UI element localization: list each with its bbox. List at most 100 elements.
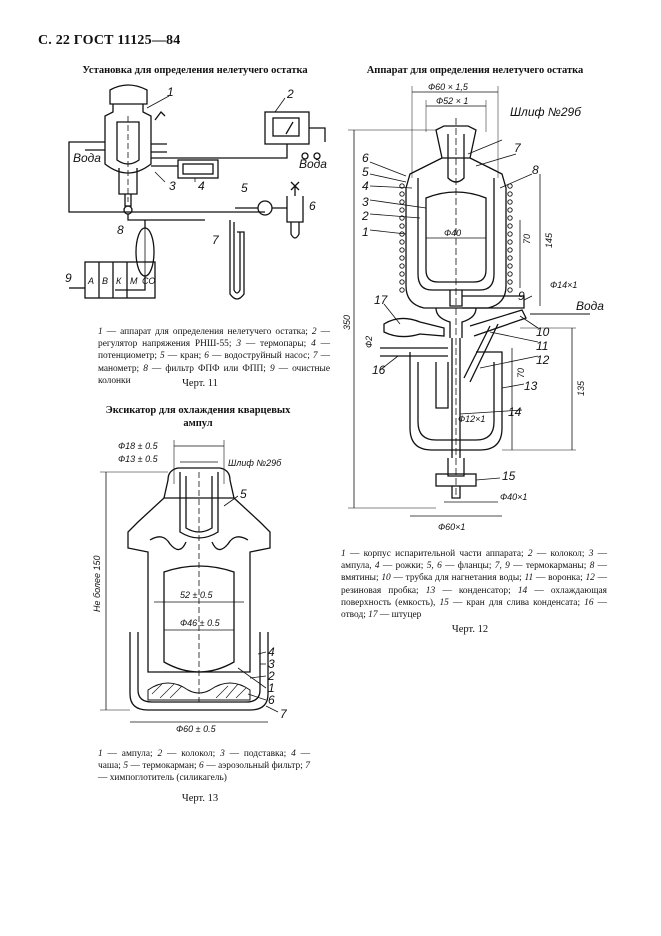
fig11-drawing	[68, 84, 326, 300]
fig11-cap-text: — манометр;	[98, 351, 330, 374]
fig12-dim-d14: Ф14×1	[550, 280, 577, 290]
fig12-dim-d40b: Ф40×1	[500, 492, 527, 502]
fig11-part-9: 9	[65, 271, 72, 285]
fig11-water-left: Вода	[73, 151, 101, 165]
fig12-cap-text: — рожки;	[379, 561, 427, 572]
fig12-dim-d60b: Ф60×1	[438, 522, 465, 532]
fig13-labels: Ф18 ± 0.5 Ф13 ± 0.5 Шлиф №29б 52 ± 0.5 Ф…	[92, 441, 288, 734]
fig12-part-2: 2	[361, 209, 369, 223]
fig13-dim-shlif: Шлиф №29б	[228, 458, 282, 468]
fig11-col-b: В	[102, 276, 108, 286]
fig12-cap-num: 5, 6	[426, 561, 442, 572]
fig12-cap-text: — термокарманы;	[509, 561, 590, 572]
fig12-cap-num: 4	[374, 561, 380, 572]
fig12-cap-num: 3	[588, 549, 594, 559]
fig12-cap-text: — кран для слива конденсата;	[448, 597, 585, 608]
fig12-cap-num: 14	[517, 585, 528, 596]
fig11-part-2: 2	[286, 87, 294, 101]
fig11-part-8: 8	[117, 223, 124, 237]
fig13-cap-text: — колокол;	[162, 749, 221, 759]
fig12-cap-text: — вмятины;	[341, 561, 608, 584]
page-header: С. 22 ГОСТ 11125—84	[38, 33, 181, 48]
fig13-part-4: 4	[268, 645, 275, 659]
fig11-col-a: А	[87, 276, 94, 286]
fig12-dim-d52: Ф52 × 1	[436, 96, 468, 106]
fig12-cap-text: — трубка для нагнетания воды;	[390, 573, 525, 584]
fig11-cap-text: — термопары;	[241, 339, 312, 350]
fig12-cap-num: 7, 9	[494, 561, 510, 572]
fig13-part-2: 2	[267, 669, 275, 683]
fig13-title: Эксикатор для охлаждения кварцевых ампул	[105, 405, 291, 429]
fig12-dim-h70a: 70	[522, 234, 532, 244]
fig12-dim-h70b: 70	[516, 368, 526, 378]
fig12-part-6: 6	[362, 151, 369, 165]
fig12-part-7: 7	[514, 141, 522, 155]
fig11-cap-num: 7	[312, 351, 318, 362]
fig12-cap-text: — охлаждающая поверхность (емкость),	[341, 585, 607, 608]
fig12-part-11: 11	[536, 339, 548, 353]
fig13-caption: 1 — ампула; 2 — колокол; 3 — подставка; …	[98, 748, 310, 785]
fig11-cap-num: 1	[98, 327, 103, 337]
fig12-dim-d2: Ф2	[364, 336, 374, 348]
fig12-part-1: 1	[362, 225, 369, 239]
fig11-cap-text: — кран;	[164, 351, 205, 362]
fig12-part-8: 8	[532, 163, 539, 177]
fig11-cap-num: 9	[269, 363, 275, 374]
fig12-cap-num: 12	[585, 573, 595, 584]
fig11-chert: Черт. 11	[182, 378, 218, 389]
fig12-title: Аппарат для определения нелетучего остат…	[366, 65, 584, 76]
fig12-cap-text: — резиновая пробка;	[341, 573, 608, 596]
fig11-cap-text: — водоструйный насос;	[208, 351, 313, 362]
fig12-dim-h135: 135	[576, 380, 586, 396]
fig13-cap-num: 5	[123, 761, 129, 772]
fig12-part-14: 14	[508, 405, 522, 419]
fig11-cap-num: 3	[236, 339, 241, 350]
fig11-cap-num: 5	[160, 351, 165, 362]
fig12-cap-text: — корпус испарительной части аппарата;	[345, 549, 528, 559]
fig11-caption: 1 — аппарат для определения нелетучего о…	[98, 326, 330, 387]
fig12-cap-text: — фланцы;	[441, 561, 495, 572]
fig11-labels: 1 2 3 4 5 6 7 8 9 Вода Вода А В К М СО	[65, 85, 327, 286]
fig12-cap-text: — конденсатор;	[435, 585, 518, 596]
fig13-chert: Черт. 13	[181, 793, 219, 804]
fig12-cap-num: 11	[524, 573, 534, 584]
fig13-part-7: 7	[280, 707, 288, 721]
fig11-part-6: 6	[309, 199, 316, 213]
fig13-cap-text: — химпоглотитель (силикагель)	[98, 773, 227, 784]
fig13-dim-d13: Ф13 ± 0.5	[118, 454, 159, 464]
fig12-cap-num: 17	[368, 610, 378, 621]
fig12-cap-text: — воронка;	[533, 573, 586, 584]
fig12-part-13: 13	[524, 379, 538, 393]
fig12-dim-h350: 350	[342, 315, 352, 330]
fig11-col-m: М	[130, 276, 138, 286]
fig12-cap-num: 10	[381, 573, 391, 584]
fig13-part-6: 6	[268, 693, 275, 707]
fig11-cap-text: — аппарат для определения нелетучего ост…	[102, 327, 312, 337]
fig12-dim-h145: 145	[544, 232, 554, 248]
fig11-cap-text: — фильтр ФПФ или ФПП;	[147, 363, 270, 374]
fig12-part-5: 5	[362, 165, 369, 179]
fig12-labels: Ф60 × 1,5 Ф52 × 1 Шлиф №29б Ф40 Ф14×1 Ф2…	[342, 82, 604, 532]
fig11-cap-num: 4	[311, 339, 316, 350]
fig12-part-9: 9	[518, 289, 525, 303]
fig11-part-1: 1	[167, 85, 174, 99]
fig13-cap-text: — чаша;	[98, 749, 311, 772]
fig12-cap-num: 2	[527, 549, 533, 559]
fig11-cap-text: — регулятор напряжения РНШ-55;	[98, 327, 331, 350]
fig12-cap-text: — ампула,	[341, 549, 608, 572]
fig12-part-15: 15	[502, 469, 516, 483]
fig11-cap-num: 6	[204, 351, 209, 362]
fig11-title: Установка для определения нелетучего ост…	[82, 65, 308, 76]
fig12-part-3: 3	[362, 195, 369, 209]
fig13-cap-num: 1	[98, 749, 103, 759]
fig12-cap-num: 16	[584, 597, 594, 608]
fig13-dim-d60: Ф60 ± 0.5	[176, 724, 217, 734]
fig13-dim-d46: Ф46 ± 0.5	[180, 618, 221, 628]
fig12-part-16: 16	[372, 363, 386, 377]
fig12-dim-d40: Ф40	[444, 228, 461, 238]
fig12-cap-text: — штуцер	[377, 610, 422, 621]
fig12-dim-d12: Ф12×1	[458, 414, 485, 424]
fig13-cap-num: 2	[157, 749, 163, 759]
fig11-cap-num: 2	[311, 327, 317, 337]
fig13-cap-num: 6	[199, 761, 204, 772]
